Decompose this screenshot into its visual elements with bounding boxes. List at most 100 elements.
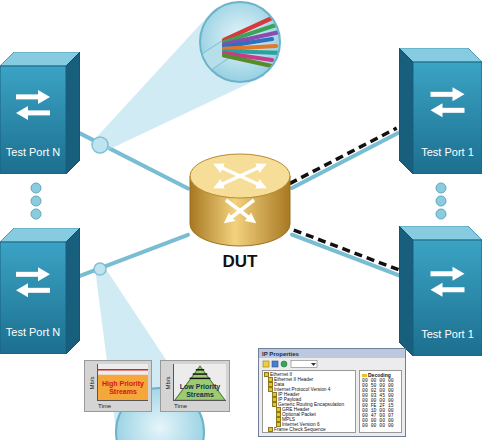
axis-label: Mb/s	[88, 376, 94, 389]
arrow-icon	[453, 87, 465, 101]
arrow-icon	[453, 267, 465, 281]
priority-area	[98, 375, 148, 400]
arrow-icon	[16, 272, 39, 277]
cable-line	[292, 133, 399, 189]
arrow-icon	[38, 267, 50, 281]
magnifier-spot	[92, 137, 108, 153]
magnifier-spot	[94, 263, 106, 275]
tree-item: GRE Header	[282, 407, 309, 412]
decode-pane: Decoding00 00 00 0000 50 00 0000 02 00 0…	[359, 370, 402, 433]
stack-dot	[436, 196, 446, 206]
arrow-icon	[431, 92, 454, 97]
tree-item: IP Header	[278, 392, 300, 397]
stack-dot	[31, 196, 41, 206]
router-shape	[188, 150, 292, 250]
tree-item: Frame Check Sequence	[274, 427, 326, 432]
dut-label: DUT	[188, 252, 292, 272]
series-label: Low Priority Streams	[174, 383, 226, 398]
rate-bar	[190, 378, 211, 379]
cube-side	[66, 228, 80, 354]
cube-side	[399, 226, 413, 356]
magnifier-lens	[200, 2, 280, 82]
link-cable	[290, 128, 399, 188]
tree-item: Data	[274, 382, 284, 387]
arrow-icon	[442, 108, 465, 113]
dut-router: DUT	[188, 150, 292, 280]
tree-item: Generic Routing Encapsulation	[278, 402, 344, 407]
toolbar	[259, 359, 405, 369]
cube-front	[0, 66, 66, 174]
tree-item: Ethernet II Header	[274, 377, 313, 382]
rate-bar	[193, 373, 208, 374]
router-arrow	[218, 176, 240, 186]
cube-front	[0, 242, 66, 354]
rate-line	[98, 369, 148, 370]
link-cable	[80, 133, 188, 188]
axis-label: Time	[174, 403, 187, 409]
toolbar-icon	[263, 361, 269, 367]
cube-front	[413, 62, 482, 174]
arrow-icon	[431, 283, 443, 297]
router-arrow	[218, 166, 240, 176]
hex-row: 00 00 00 00	[362, 398, 399, 403]
arrow-icon	[16, 283, 28, 297]
test-port-box: Test Port 1	[399, 48, 482, 174]
arrow-icon	[16, 106, 28, 120]
cable-line	[80, 133, 188, 188]
hex-row: 00 00 00 00	[362, 418, 399, 423]
axis-label: Mb/s	[164, 376, 170, 389]
router-arrow	[228, 200, 254, 220]
tree-icon	[276, 422, 281, 427]
arrow-icon	[27, 110, 50, 115]
cube-front	[413, 240, 482, 356]
series-label: High Priority Streams	[98, 380, 148, 395]
test-port-box: Test Port 1	[399, 226, 482, 356]
cable-bundle	[196, 18, 280, 72]
hex-row: 00 FE 2F 15	[362, 403, 399, 408]
cube-side	[399, 48, 413, 174]
ip-properties-window: IP PropertiesEthernet IIEthernet II Head…	[258, 348, 406, 437]
cable-strand	[224, 55, 276, 67]
tree-item: Internet Protocol Version 4	[274, 387, 331, 392]
tree-item: Optional Packet	[282, 412, 316, 417]
test-port-box: Test Port N	[0, 52, 80, 174]
port-label: Test Port N	[6, 326, 60, 338]
tree-item: Ethernet II	[270, 372, 292, 377]
arrow-icon	[16, 94, 39, 99]
cable-line	[292, 235, 399, 276]
axis-label: Time	[98, 403, 111, 409]
cube-side	[66, 52, 80, 174]
pane-heading: Decoding	[368, 372, 391, 378]
tree-item: IP Payload	[278, 397, 301, 402]
port-label: Test Port 1	[421, 146, 474, 158]
arrow-icon	[431, 271, 454, 276]
hex-row: 00 00 00 00	[362, 378, 399, 383]
toolbar-icon	[281, 361, 287, 367]
tree-pane: Ethernet IIEthernet II HeaderDataInterne…	[262, 370, 356, 433]
arrow-icon	[431, 103, 443, 117]
traffic-path	[290, 128, 397, 184]
link-cable	[292, 230, 401, 275]
toolbar-icon	[272, 361, 278, 367]
hex-row: 00 03 45 00	[362, 393, 399, 398]
hex-row: 00 00 00 00	[362, 423, 399, 428]
tree-icon	[268, 427, 273, 432]
stack-dot	[436, 209, 446, 219]
cable-strand	[224, 46, 276, 49]
stack-dot	[436, 183, 446, 193]
arrow-icon	[38, 90, 50, 104]
tree-item: MPLS	[282, 417, 295, 422]
hex-row: 00 1D 00 00	[362, 408, 399, 413]
hex-row: 00 02 00 00	[362, 388, 399, 393]
rate-bar	[196, 369, 204, 370]
router-arrow	[240, 176, 262, 186]
tree-icon	[362, 374, 367, 377]
cable-line	[80, 235, 188, 276]
stack-dot	[31, 209, 41, 219]
test-port-box: Test Port N	[0, 228, 80, 354]
hex-row: 00 47 00 07	[362, 413, 399, 418]
traffic-path	[294, 230, 401, 271]
tree-item: Internet Version 6	[282, 422, 320, 427]
combo-arrow	[311, 363, 316, 366]
